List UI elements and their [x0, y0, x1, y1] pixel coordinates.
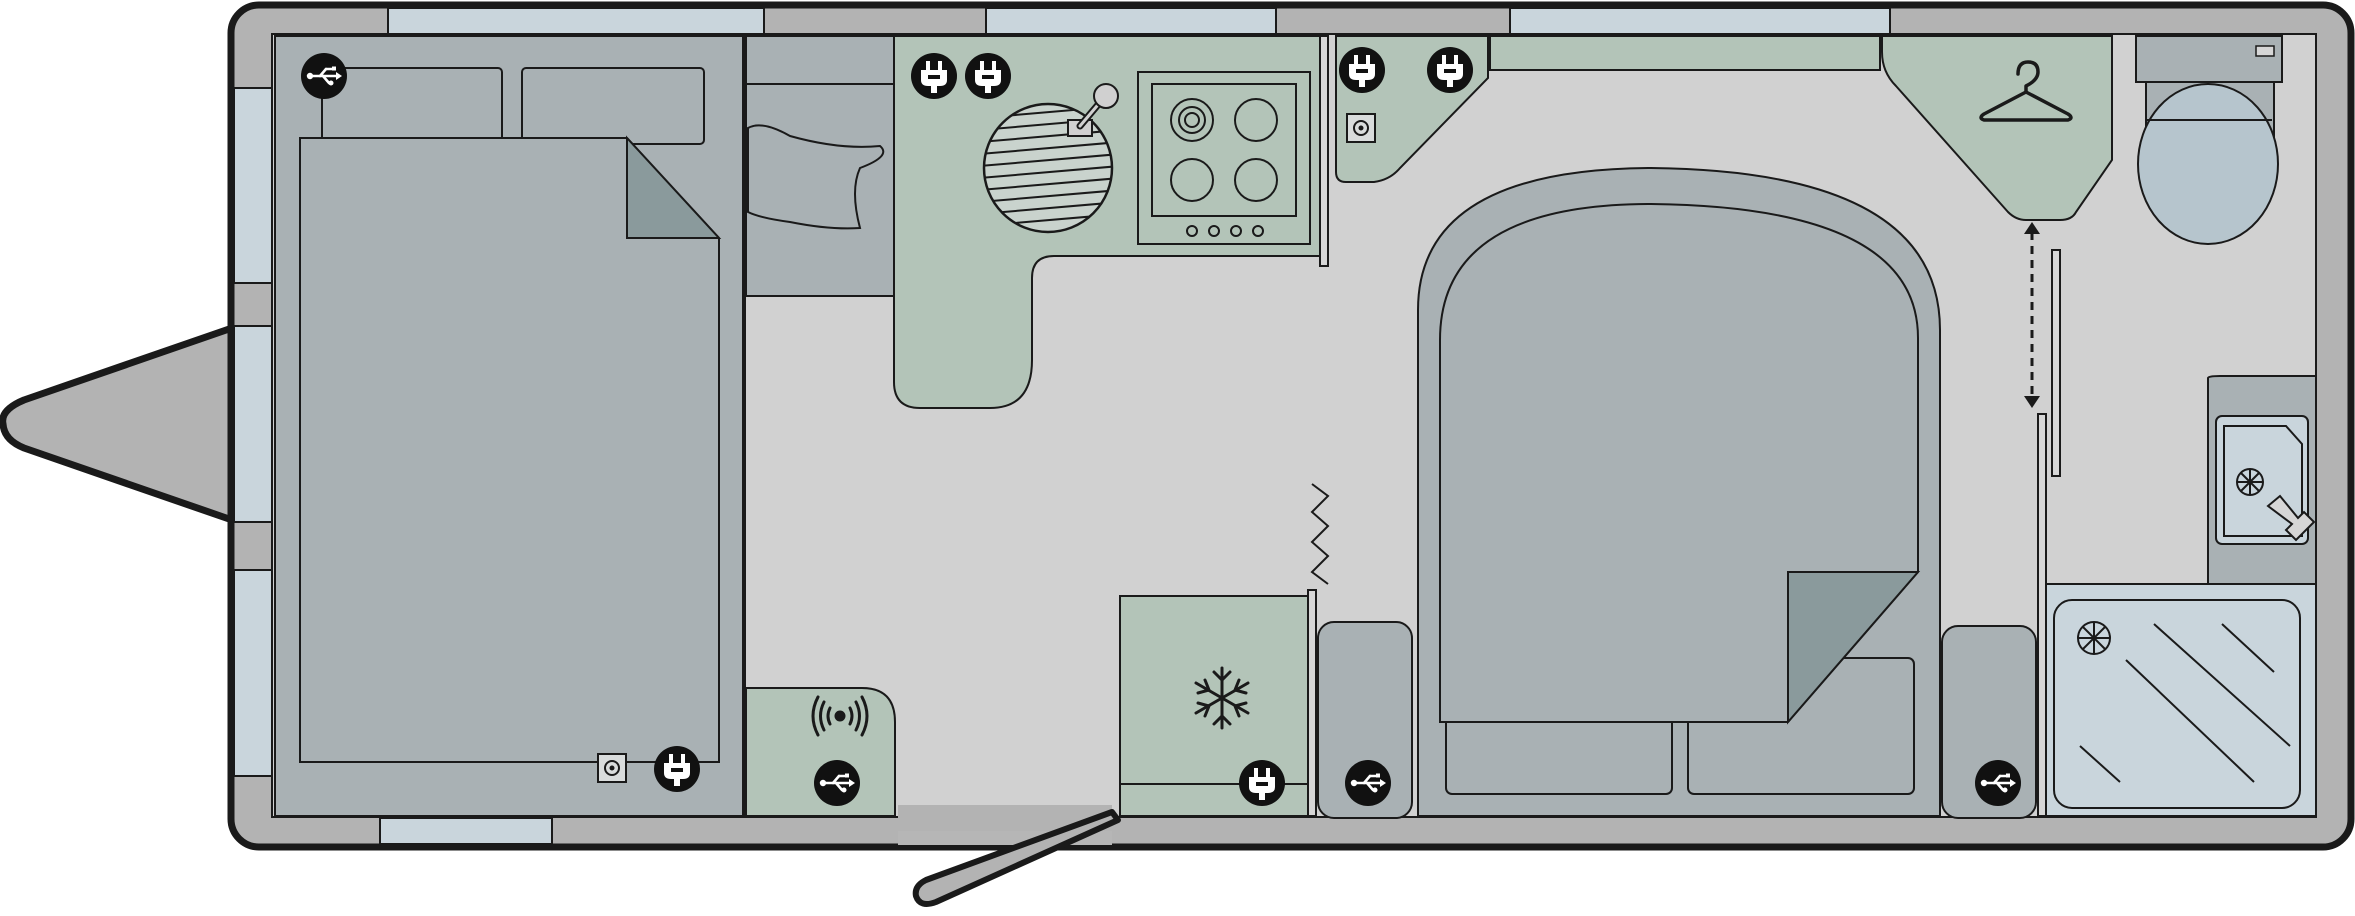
usb-icon [299, 51, 349, 101]
tow-hitch [0, 324, 236, 524]
cushion [747, 124, 885, 230]
pillow-left [321, 67, 503, 145]
wardrobe [1881, 35, 2113, 221]
pillow-right [521, 67, 705, 145]
mains-socket-icon [1339, 47, 1385, 93]
tap-icon [1067, 83, 1119, 137]
side-cabinet [745, 35, 895, 297]
sliding-door [2051, 249, 2061, 477]
sliding-door-arrow-icon [2024, 222, 2040, 408]
radiator-icon [1310, 483, 1330, 585]
duvet-fold [1787, 571, 1921, 725]
entrance-door[interactable] [912, 809, 1121, 907]
bedside-cabinet-left [1317, 621, 1413, 819]
rear-island-bed [1417, 166, 1941, 817]
fridge [1119, 589, 1317, 817]
kitchen-end-panel [1319, 35, 1329, 267]
washbasin-icon [2207, 375, 2317, 585]
usb-icon [1343, 758, 1393, 808]
mains-socket-icon [965, 53, 1011, 99]
snowflake-icon [1194, 666, 1250, 730]
gas-hob-icon [1137, 71, 1311, 245]
duvet [299, 137, 720, 763]
usb-icon [812, 758, 862, 808]
mains-socket-icon [911, 53, 957, 99]
wireless-charging-icon [811, 695, 869, 737]
usb-icon [1973, 758, 2023, 808]
coat-hanger-icon [1979, 60, 2073, 122]
windows [233, 7, 1891, 845]
bedroom-partition [742, 36, 746, 816]
tv-aerial-point-icon [1346, 113, 1376, 143]
window-shelf [1489, 35, 1881, 71]
mains-socket-icon [1427, 47, 1473, 93]
mains-socket-icon [654, 746, 700, 792]
toilet-icon [2135, 35, 2283, 245]
duvet-fold [626, 135, 722, 239]
washroom-wall [2037, 413, 2047, 817]
shower-tray-icon [2045, 583, 2317, 817]
mains-socket-icon [1239, 760, 1285, 806]
tv-aerial-point-icon [597, 753, 627, 783]
front-fixed-bed [274, 35, 745, 817]
